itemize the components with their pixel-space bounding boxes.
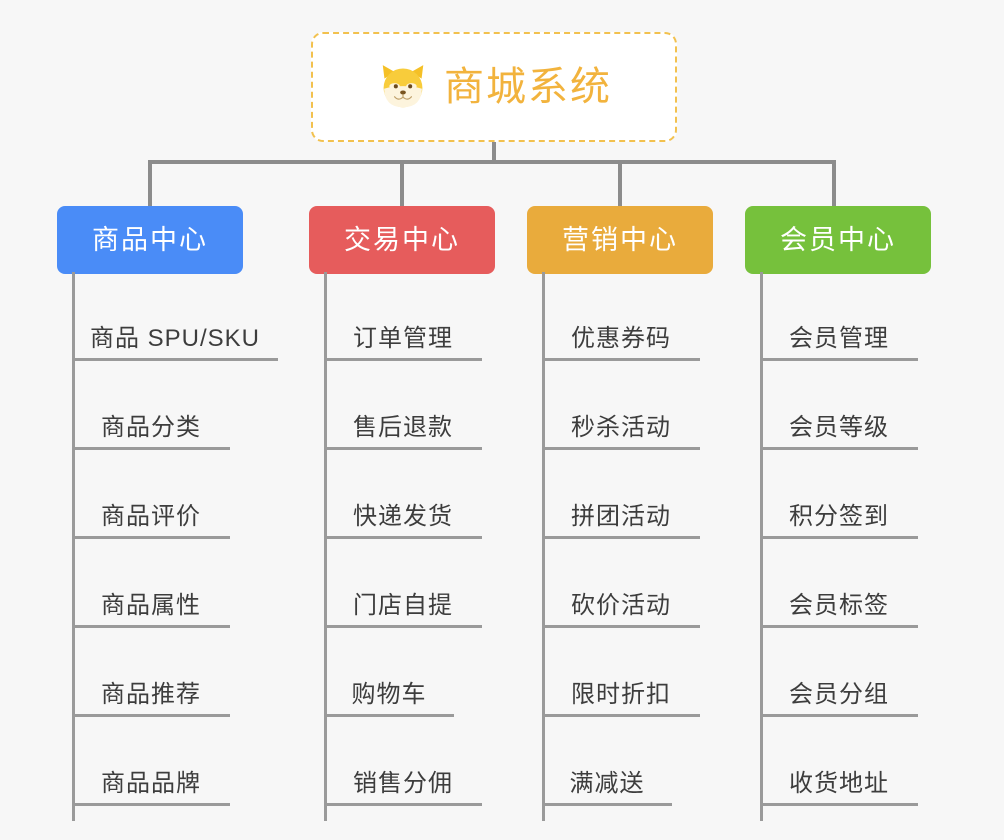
leaf-item[interactable]: 商品评价 bbox=[72, 450, 230, 539]
leaf-item[interactable]: 商品 SPU/SKU bbox=[72, 272, 278, 361]
category-label-2: 交易中心 bbox=[344, 224, 460, 255]
leaf-label: 购物车 bbox=[351, 680, 427, 708]
connector-root-stem bbox=[492, 142, 496, 164]
category-box-4[interactable]: 会员中心 bbox=[745, 206, 931, 274]
leaf-label: 售后退款 bbox=[353, 413, 453, 441]
leaf-item[interactable]: 会员标签 bbox=[760, 539, 918, 628]
leaf-item[interactable]: 销售分佣 bbox=[324, 717, 482, 806]
shiba-inu-dog-icon bbox=[382, 65, 424, 108]
leaf-item[interactable]: 砍价活动 bbox=[542, 539, 700, 628]
connector-horizontal-bus bbox=[148, 160, 836, 164]
leaf-label: 砍价活动 bbox=[571, 591, 671, 619]
category-label-4: 会员中心 bbox=[780, 224, 896, 255]
leaf-label: 秒杀活动 bbox=[571, 413, 671, 441]
connector-drop-2 bbox=[400, 160, 404, 206]
leaf-spine-4 bbox=[760, 272, 763, 821]
leaf-label: 商品 SPU/SKU bbox=[89, 324, 261, 352]
leaf-item[interactable]: 积分签到 bbox=[760, 450, 918, 539]
connector-drop-4 bbox=[832, 160, 836, 206]
category-box-3[interactable]: 营销中心 bbox=[527, 206, 713, 274]
connector-drop-3 bbox=[618, 160, 622, 206]
leaf-item[interactable]: 快递发货 bbox=[324, 450, 482, 539]
leaf-item[interactable]: 拼团活动 bbox=[542, 450, 700, 539]
leaf-item[interactable]: 商品品牌 bbox=[72, 717, 230, 806]
leaf-label: 优惠券码 bbox=[571, 324, 671, 352]
leaf-label: 门店自提 bbox=[353, 591, 453, 619]
leaf-label: 订单管理 bbox=[353, 324, 453, 352]
category-label-1: 商品中心 bbox=[92, 224, 208, 255]
leaf-label: 会员等级 bbox=[789, 413, 889, 441]
leaf-item[interactable]: 会员管理 bbox=[760, 272, 918, 361]
leaf-spine-2 bbox=[324, 272, 327, 821]
category-box-1[interactable]: 商品中心 bbox=[57, 206, 243, 274]
leaf-item[interactable]: 会员等级 bbox=[760, 361, 918, 450]
leaf-item[interactable]: 满减送 bbox=[542, 717, 672, 806]
leaf-label: 收货地址 bbox=[789, 769, 889, 797]
leaf-item[interactable]: 限时折扣 bbox=[542, 628, 700, 717]
leaf-label: 商品品牌 bbox=[101, 769, 201, 797]
leaf-item[interactable]: 收货地址 bbox=[760, 717, 918, 806]
leaf-label: 会员管理 bbox=[789, 324, 889, 352]
category-label-3: 营销中心 bbox=[562, 224, 678, 255]
leaf-item[interactable]: 商品分类 bbox=[72, 361, 230, 450]
leaf-spine-3 bbox=[542, 272, 545, 821]
leaf-label: 商品评价 bbox=[101, 502, 201, 530]
category-box-2[interactable]: 交易中心 bbox=[309, 206, 495, 274]
leaf-item[interactable]: 会员分组 bbox=[760, 628, 918, 717]
leaf-item[interactable]: 商品推荐 bbox=[72, 628, 230, 717]
leaf-label: 拼团活动 bbox=[571, 502, 671, 530]
leaf-item[interactable]: 商品属性 bbox=[72, 539, 230, 628]
root-node-mall-system[interactable]: 商城系统 bbox=[311, 32, 677, 142]
leaf-label: 满减送 bbox=[569, 769, 645, 797]
leaf-item[interactable]: 售后退款 bbox=[324, 361, 482, 450]
leaf-spine-1 bbox=[72, 272, 75, 821]
connector-drop-1 bbox=[148, 160, 152, 206]
leaf-label: 会员分组 bbox=[789, 680, 889, 708]
leaf-item[interactable]: 门店自提 bbox=[324, 539, 482, 628]
leaf-label: 商品分类 bbox=[101, 413, 201, 441]
root-node-title: 商城系统 bbox=[444, 65, 612, 109]
leaf-item[interactable]: 购物车 bbox=[324, 628, 454, 717]
leaf-label: 限时折扣 bbox=[571, 680, 671, 708]
leaf-item[interactable]: 秒杀活动 bbox=[542, 361, 700, 450]
leaf-label: 会员标签 bbox=[789, 591, 889, 619]
leaf-label: 商品属性 bbox=[101, 591, 201, 619]
leaf-label: 快递发货 bbox=[353, 502, 453, 530]
leaf-item[interactable]: 优惠券码 bbox=[542, 272, 700, 361]
leaf-label: 积分签到 bbox=[789, 502, 889, 530]
leaf-item[interactable]: 订单管理 bbox=[324, 272, 482, 361]
leaf-label: 商品推荐 bbox=[101, 680, 201, 708]
leaf-label: 销售分佣 bbox=[353, 769, 453, 797]
